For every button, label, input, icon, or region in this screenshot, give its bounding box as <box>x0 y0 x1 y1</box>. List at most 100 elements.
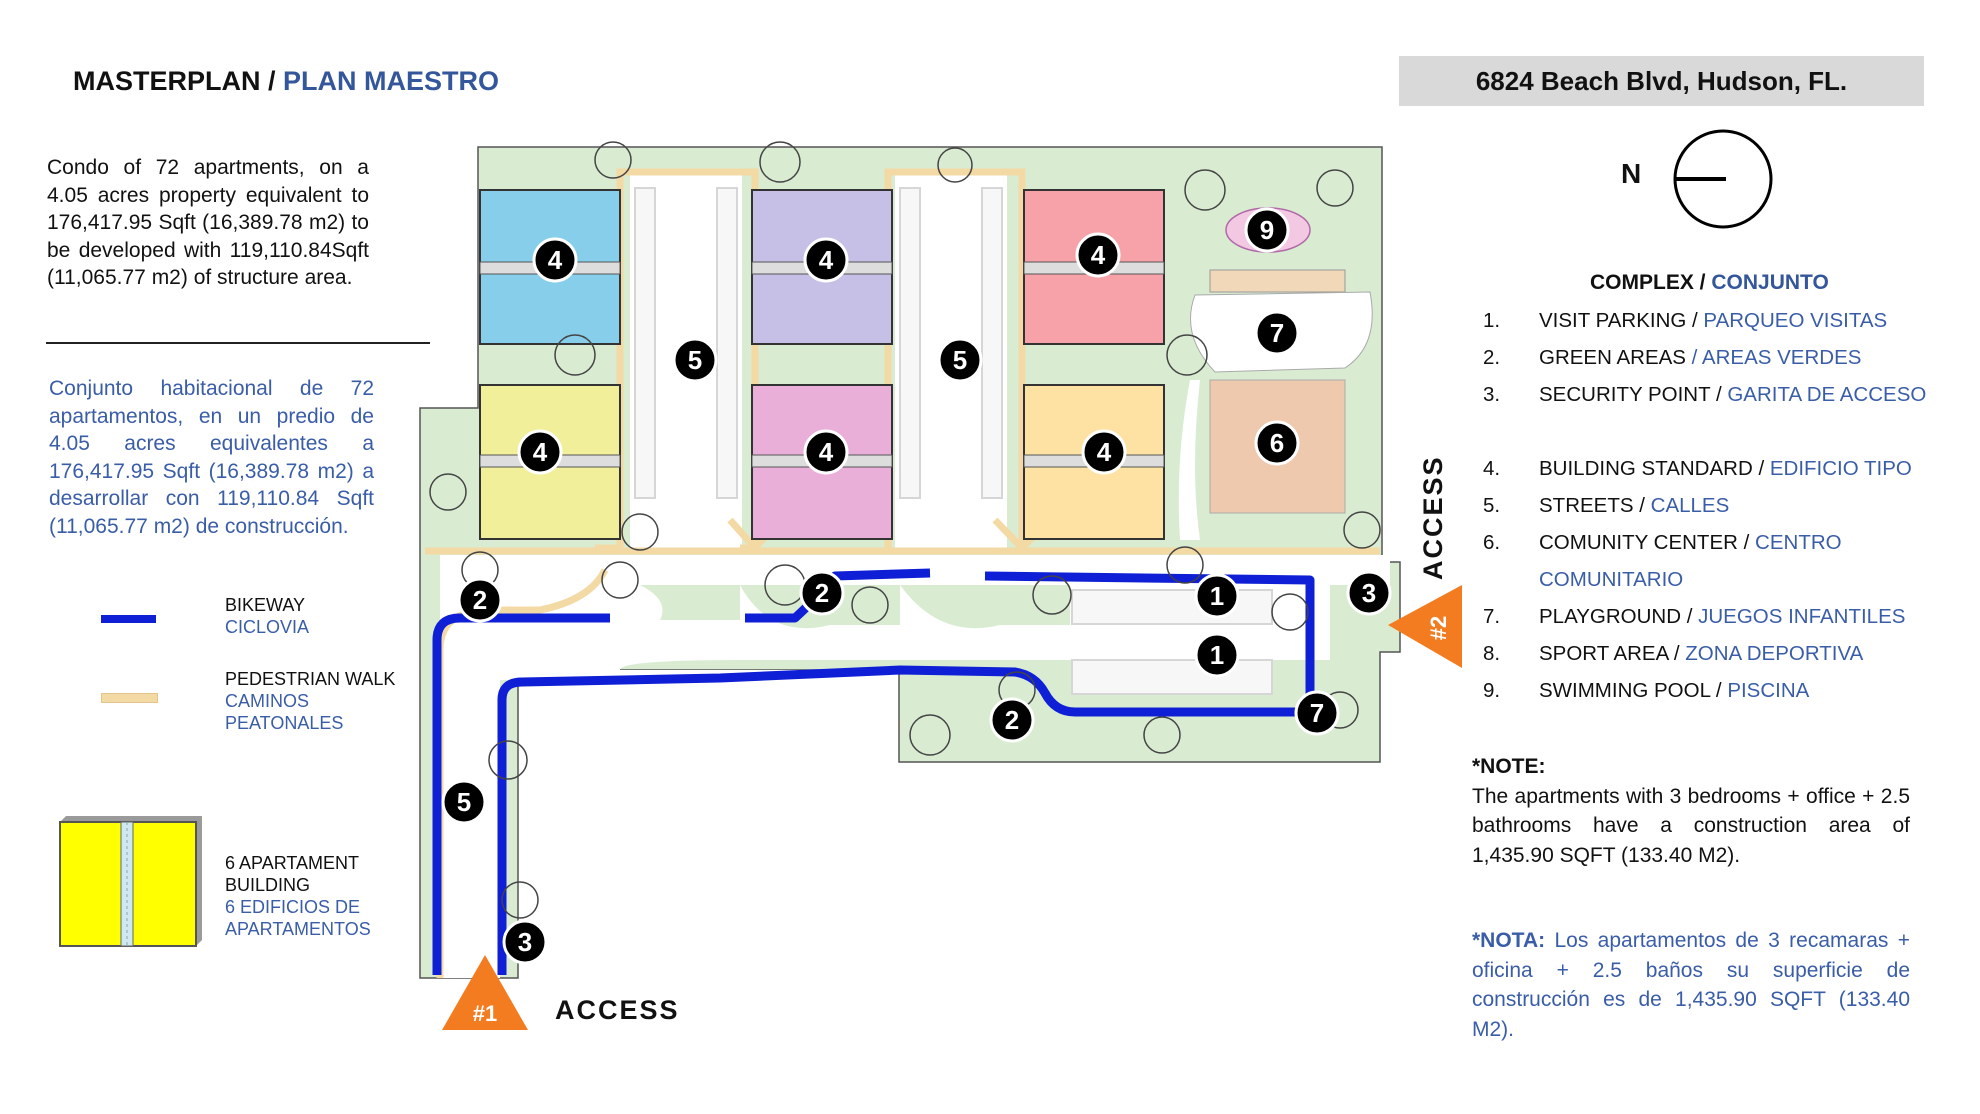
intro-spanish: Conjunto habitacional de 72 apartamentos… <box>49 377 374 538</box>
building-4 <box>479 384 621 540</box>
svg-text:2: 2 <box>473 585 487 615</box>
list-item-en: COMUNITY CENTER / <box>1539 531 1756 554</box>
list-item: 4. BUILDING STANDARD / EDIFICIO TIPO <box>1483 454 1963 491</box>
svg-text:3: 3 <box>1362 578 1376 608</box>
legend-pedestrian: PEDESTRIAN WALK CAMINOS PEATONALES <box>225 668 395 734</box>
list-item-en: STREETS / <box>1539 494 1651 517</box>
legend-building-en1: 6 APARTAMENT <box>225 853 360 873</box>
list-item-number: 1. <box>1483 309 1501 332</box>
parking-area <box>634 187 1273 695</box>
list-item-en: GREEN AREAS <box>1539 346 1692 369</box>
legend-pedestrian-swatch <box>101 693 158 703</box>
legend-pedestrian-es1: CAMINOS <box>225 691 310 711</box>
note-spanish: *NOTA: Los apartamentos de 3 recamaras +… <box>1472 926 1910 1044</box>
list-item-en: SPORT AREA / <box>1539 642 1686 665</box>
svg-text:7: 7 <box>1310 698 1324 728</box>
list-item-en: PLAYGROUND / <box>1539 605 1699 628</box>
svg-text:7: 7 <box>1270 318 1284 348</box>
legend-pedestrian-en: PEDESTRIAN WALK <box>225 669 396 689</box>
list-item-es: PARQUEO VISITAS <box>1703 309 1888 332</box>
legend-pedestrian-es2: PEATONALES <box>225 713 344 733</box>
nota-text: Los apartamentos de 3 recamaras + oficin… <box>1472 929 1910 1041</box>
svg-text:#1: #1 <box>473 1001 497 1026</box>
list-item-es: CALLES <box>1650 494 1730 517</box>
legend-building-es1: 6 EDIFICIOS DE <box>225 897 361 917</box>
list-item-number: 2. <box>1483 346 1501 369</box>
note-text: The apartments with 3 bedrooms + office … <box>1472 784 1910 867</box>
page-title-accent: PLAN MAESTRO <box>283 66 500 96</box>
list-item-es: / AREAS VERDES <box>1691 346 1862 369</box>
svg-text:9: 9 <box>1260 215 1274 245</box>
access-label-side: ACCESS <box>1418 455 1448 580</box>
address-banner: 6824 Beach Blvd, Hudson, FL. <box>1399 56 1924 106</box>
list-item-es: ZONA DEPORTIVA <box>1685 642 1864 665</box>
north-arrow-icon <box>1673 129 1773 229</box>
page-title: MASTERPLAN / PLAN MAESTRO <box>73 66 499 97</box>
svg-text:2: 2 <box>815 578 829 608</box>
access-label-main: ACCESS <box>555 995 680 1025</box>
plan-markers <box>441 207 1392 965</box>
list-item: 8. SPORT AREA / ZONA DEPORTIVA <box>1483 639 1963 676</box>
legend-bikeway-es: CICLOVIA <box>225 617 310 637</box>
legend-building-en2: BUILDING <box>225 875 311 895</box>
compass-label: N <box>1621 158 1642 189</box>
list-item-es: EDIFICIO TIPO <box>1769 457 1912 480</box>
legend-bikeway-en: BIKEWAY <box>225 595 306 615</box>
legend-building: 6 APARTAMENT BUILDING 6 EDIFICIOS DE APA… <box>225 852 371 940</box>
divider <box>46 342 430 344</box>
svg-text:4: 4 <box>533 437 548 467</box>
svg-text:5: 5 <box>688 345 702 375</box>
intro-english: Condo of 72 apartments, on a 4.05 acres … <box>47 156 369 289</box>
svg-text:3: 3 <box>518 927 532 957</box>
list-item-number: 9. <box>1483 679 1501 702</box>
list-item-number: 3. <box>1483 383 1501 406</box>
svg-text:4: 4 <box>1091 240 1106 270</box>
list-item-es: CENTRO COMUNITARIO <box>1539 531 1842 591</box>
nota-title: *NOTA: <box>1472 929 1546 952</box>
list-item-es: GARITA DE ACCESO <box>1727 383 1927 406</box>
svg-text:#2: #2 <box>1426 616 1451 640</box>
list-item-es: JUEGOS INFANTILES <box>1698 605 1906 628</box>
svg-text:4: 4 <box>819 437 834 467</box>
access-marker-1: #1 <box>442 955 528 1030</box>
complex-list: 1. VISIT PARKING / PARQUEO VISITAS 2. GR… <box>1483 306 1963 713</box>
list-item-number: 5. <box>1483 494 1501 517</box>
legend-building-es2: APARTAMENTOS <box>225 919 371 939</box>
page-title-main: MASTERPLAN / <box>73 66 284 96</box>
svg-text:1: 1 <box>1210 581 1224 611</box>
svg-text:2: 2 <box>1005 705 1019 735</box>
legend-bikeway: BIKEWAY CICLOVIA <box>225 594 309 638</box>
complex-title-en: COMPLEX / <box>1590 271 1712 294</box>
list-item: 6. COMUNITY CENTER / CENTRO COMUNITARIO <box>1483 528 1963 602</box>
list-item-es: PISCINA <box>1727 679 1810 702</box>
list-item-en: BUILDING STANDARD / <box>1539 457 1770 480</box>
access-marker-2: #2 <box>1388 585 1462 668</box>
list-item: 1. VISIT PARKING / PARQUEO VISITAS <box>1483 306 1963 343</box>
legend-building-icon <box>59 816 202 947</box>
list-item: 3. SECURITY POINT / GARITA DE ACCESO <box>1483 380 1963 454</box>
list-item: 9. SWIMMING POOL / PISCINA <box>1483 676 1963 713</box>
svg-text:4: 4 <box>1097 437 1112 467</box>
trees <box>429 141 1381 919</box>
list-item: 7. PLAYGROUND / JUEGOS INFANTILES <box>1483 602 1963 639</box>
list-item-number: 4. <box>1483 457 1501 480</box>
svg-text:5: 5 <box>953 345 967 375</box>
legend-bikeway-swatch <box>101 615 156 623</box>
note-english: *NOTE: The apartments with 3 bedrooms + … <box>1472 752 1910 870</box>
note-title: *NOTE: <box>1472 755 1546 778</box>
list-item-number: 6. <box>1483 531 1501 554</box>
svg-text:4: 4 <box>548 245 563 275</box>
svg-text:1: 1 <box>1210 640 1224 670</box>
complex-title: COMPLEX / CONJUNTO <box>1590 271 1829 295</box>
svg-text:6: 6 <box>1270 428 1284 458</box>
list-item-en: SECURITY POINT / <box>1539 383 1728 406</box>
list-item: 2. GREEN AREAS / AREAS VERDES <box>1483 343 1963 380</box>
list-item: 5. STREETS / CALLES <box>1483 491 1963 528</box>
list-item-number: 7. <box>1483 605 1501 628</box>
svg-text:5: 5 <box>457 787 471 817</box>
svg-text:4: 4 <box>819 245 834 275</box>
plan-marker-labels: 4 4 4 4 4 4 5 5 9 7 6 2 2 1 1 3 7 2 5 3 <box>457 215 1376 957</box>
list-item-number: 8. <box>1483 642 1501 665</box>
list-item-en: VISIT PARKING / <box>1539 309 1704 332</box>
